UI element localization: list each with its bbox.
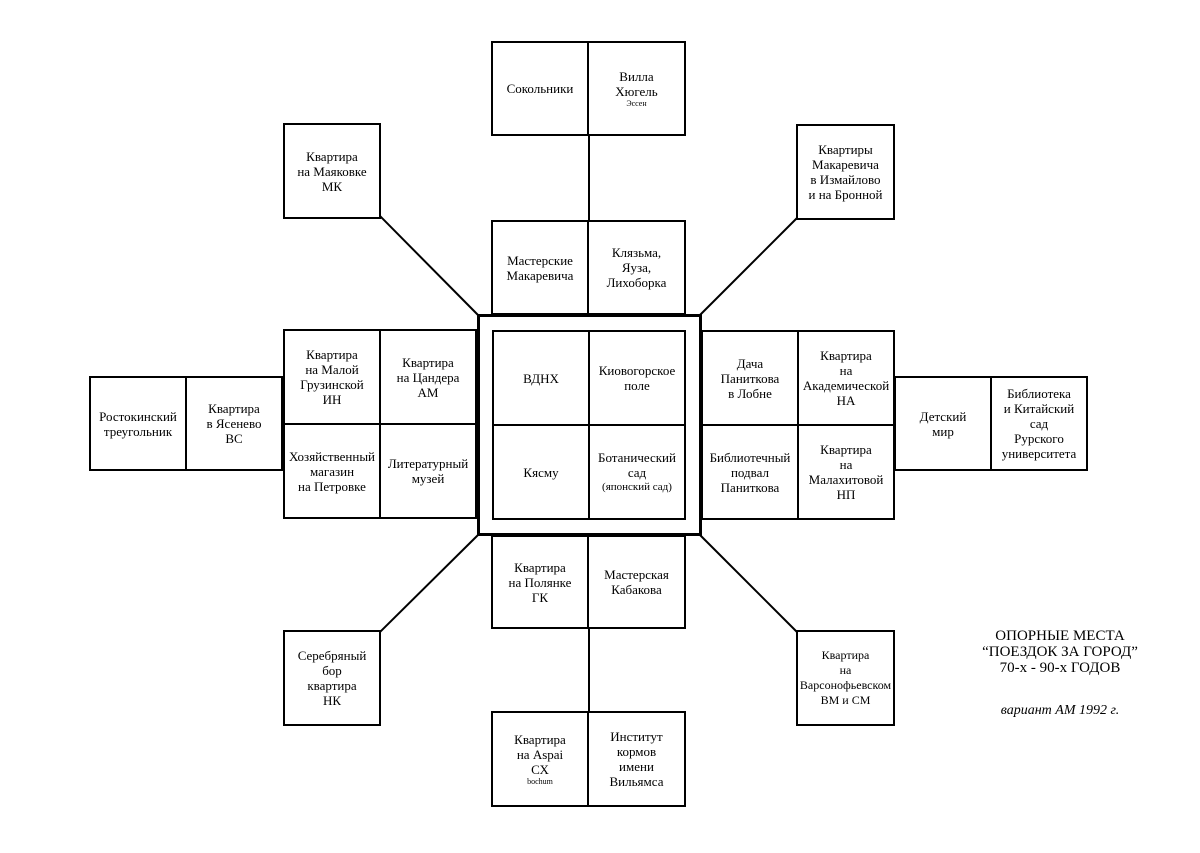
- box-dacha: Дача Паниткова в Лобне: [701, 330, 799, 426]
- box-villa: Вилла Хюгель Эссен: [587, 41, 686, 136]
- label-vdnh: ВДНХ: [523, 370, 559, 386]
- label-aspai-sub: bochum: [527, 776, 553, 786]
- label-botanic: Ботанический сад: [598, 450, 676, 480]
- label-aspai: Квартира на Aspai СХ: [514, 731, 566, 777]
- box-botanic: Ботанический сад (японский сад): [588, 424, 686, 520]
- box-polyanka: Квартира на Полянке ГК: [491, 535, 589, 629]
- label-akademicheskaya: Квартира на Академической НА: [802, 348, 890, 408]
- connector-top-left: [379, 215, 479, 316]
- box-gruzinskaya: Квартира на Малой Грузинской ИН: [283, 329, 381, 425]
- box-sokolniki: Сокольники: [491, 41, 589, 136]
- label-izmaylovo: Квартиры Макаревича в Измайлово и на Бро…: [808, 142, 883, 202]
- label-institut: Институт кормов имени Вильямса: [609, 729, 664, 789]
- label-malakhitovaya: Квартира на Малахитовой НП: [808, 442, 884, 502]
- label-polyanka: Квартира на Полянке ГК: [508, 559, 572, 605]
- connector-bottom-left: [379, 534, 479, 633]
- label-tsandera: Квартира на Цандера АМ: [396, 354, 460, 400]
- label-botanic-sub: (японский сад): [602, 481, 672, 493]
- box-institut: Институт кормов имени Вильямса: [587, 711, 686, 807]
- box-akademicheskaya: Квартира на Академической НА: [797, 330, 895, 426]
- box-varsonofievsky: Квартира на Варсонофьевском ВМ и СМ: [796, 630, 895, 726]
- label-rostokino: Ростокинский треугольник: [99, 408, 177, 439]
- label-mayakovka: Квартира на Маяковке МК: [297, 148, 367, 194]
- label-gruzinskaya: Квартира на Малой Грузинской ИН: [300, 347, 364, 407]
- label-kiovo: Киовогорское поле: [598, 363, 676, 393]
- label-serebryany: Серебряный бор квартира НК: [297, 648, 367, 708]
- label-library: Библиотека и Китайский сад Рурского унив…: [1001, 386, 1077, 461]
- box-kyasmu: Кясму: [492, 424, 590, 520]
- box-rostokino: Ростокинский треугольник: [89, 376, 187, 471]
- label-klyazma: Клязьма, Яуза, Лихоборка: [606, 245, 667, 290]
- label-villa: Вилла Хюгель: [615, 68, 658, 99]
- diagram-variant: вариант АМ 1992 г.: [1000, 703, 1120, 718]
- label-kyasmu: Кясму: [523, 464, 559, 480]
- label-podval: Библиотечный подвал Паниткова: [709, 449, 791, 495]
- box-vdnh: ВДНХ: [492, 330, 590, 426]
- box-podval: Библиотечный подвал Паниткова: [701, 424, 799, 520]
- box-kiovo: Киовогорское поле: [588, 330, 686, 426]
- label-dacha: Дача Паниткова в Лобне: [720, 355, 780, 401]
- label-villa-sub: Эссен: [626, 98, 647, 108]
- title-line-3: 70-х - 90-х ГОДОВ: [999, 660, 1121, 676]
- label-varsonofievsky: Квартира на Варсонофьевском ВМ и СМ: [799, 648, 892, 707]
- label-yasenevo: Квартира в Ясенево ВС: [206, 401, 262, 446]
- label-hozmag: Хозяйственный магазин на Петровке: [288, 448, 376, 494]
- box-kabakov: Мастерская Кабакова: [587, 535, 686, 629]
- label-detmir: Детский мир: [919, 408, 967, 439]
- label-masterskie: Мастерские Макаревича: [506, 252, 574, 283]
- box-yasenevo: Квартира в Ясенево ВС: [185, 376, 283, 471]
- box-klyazma: Клязьма, Яуза, Лихоборка: [587, 220, 686, 315]
- box-hozmag: Хозяйственный магазин на Петровке: [283, 423, 381, 519]
- label-litmuseum: Литературный музей: [387, 456, 469, 486]
- box-izmaylovo: Квартиры Макаревича в Измайлово и на Бро…: [796, 124, 895, 220]
- box-tsandera: Квартира на Цандера АМ: [379, 329, 477, 425]
- box-masterskie: Мастерские Макаревича: [491, 220, 589, 315]
- title-line-1: ОПОРНЫЕ МЕСТА: [995, 628, 1125, 644]
- label-sokolniki: Сокольники: [506, 81, 574, 96]
- title-line-2: “ПОЕЗДОК ЗА ГОРОД”: [982, 644, 1138, 660]
- box-aspai: Квартира на Aspai СХ bochum: [491, 711, 589, 807]
- box-library: Библиотека и Китайский сад Рурского унив…: [990, 376, 1088, 471]
- box-serebryany: Серебряный бор квартира НК: [283, 630, 381, 726]
- box-malakhitovaya: Квартира на Малахитовой НП: [797, 424, 895, 520]
- connector-bottom-right: [699, 534, 798, 633]
- label-kabakov: Мастерская Кабакова: [604, 567, 669, 597]
- connector-top-right: [699, 217, 798, 316]
- diagram-title: ОПОРНЫЕ МЕСТА “ПОЕЗДОК ЗА ГОРОД” 70-х - …: [960, 628, 1160, 676]
- box-litmuseum: Литературный музей: [379, 423, 477, 519]
- box-mayakovka: Квартира на Маяковке МК: [283, 123, 381, 219]
- box-detmir: Детский мир: [894, 376, 992, 471]
- center-frame: [477, 314, 702, 536]
